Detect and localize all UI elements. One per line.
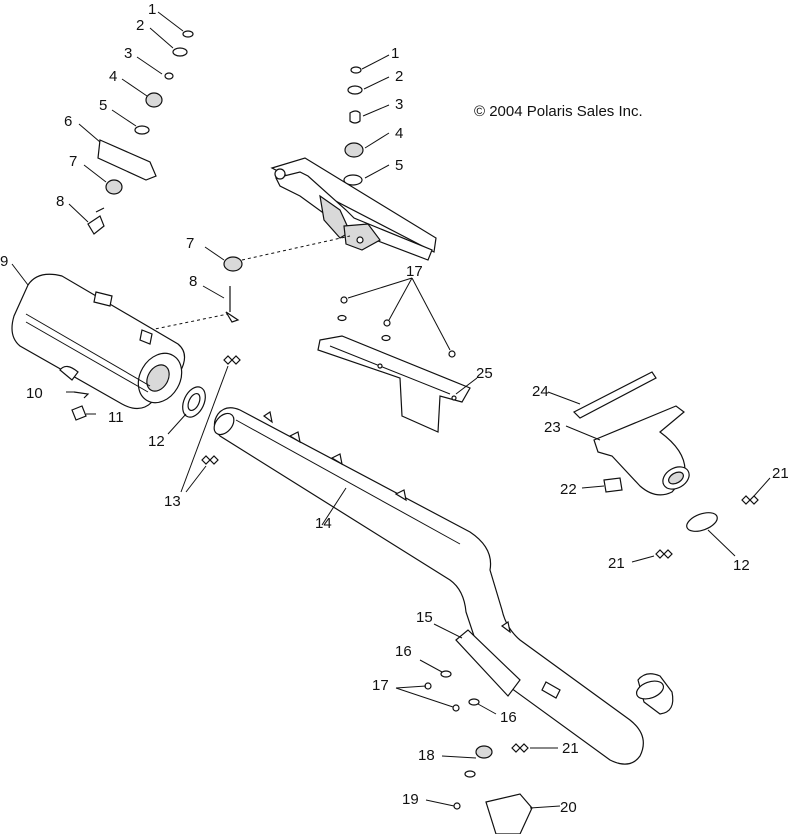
callout-5b: 5 [395, 157, 403, 174]
part-4-grommet-right [344, 142, 364, 158]
part-18-grommet [475, 745, 493, 759]
callout-1: 1 [148, 1, 156, 18]
lower-components [395, 623, 561, 834]
heat-shield [317, 277, 478, 433]
callout-17a: 17 [406, 263, 423, 280]
callout-22: 22 [560, 481, 577, 498]
right-components [547, 371, 771, 563]
callout-19: 19 [402, 791, 419, 808]
part-8-bolt-center [225, 286, 240, 323]
callout-7b: 7 [186, 235, 194, 252]
gasket-and-springs-left [167, 355, 241, 493]
part-22-plug [603, 477, 623, 493]
part-10-clip [73, 391, 90, 399]
copyright-text: © 2004 Polaris Sales Inc. [474, 103, 643, 120]
frame-rail [270, 157, 437, 261]
part-21-spring-lower-right [655, 549, 673, 559]
callout-9: 9 [0, 253, 8, 270]
part-16-washer-upper [440, 670, 452, 678]
part-1-nut-left [182, 30, 194, 38]
part-21-spring-upper-right [741, 495, 759, 505]
callout-4: 4 [109, 68, 117, 85]
part-20-bracket [485, 793, 533, 834]
callout-2: 2 [136, 17, 144, 34]
part-3-sleeve-left [164, 72, 174, 80]
part-19-bolt [453, 802, 461, 810]
part-8-bolt-left [87, 207, 105, 235]
part-13-spring-upper [223, 355, 241, 365]
callout-23: 23 [544, 419, 561, 436]
callout-6: 6 [64, 113, 72, 130]
muffler [11, 263, 186, 410]
callout-10: 10 [26, 385, 43, 402]
part-24-gasket-strip [572, 371, 657, 419]
callout-2b: 2 [395, 68, 403, 85]
callout-3b: 3 [395, 96, 403, 113]
part-2-washer-left [172, 47, 188, 57]
callout-13: 13 [164, 493, 181, 510]
callout-24: 24 [532, 383, 549, 400]
frame-mount-parts [149, 235, 351, 331]
callout-3: 3 [124, 45, 132, 62]
part-16-washer-lower [468, 698, 480, 706]
clip-parts [66, 391, 96, 421]
callout-20: 20 [560, 799, 577, 816]
callout-25: 25 [476, 365, 493, 382]
part-7-grommet-center [223, 256, 243, 272]
part-12-gasket-right [686, 512, 718, 532]
callout-12: 12 [148, 433, 165, 450]
part-1-nut-right [350, 66, 362, 74]
left-stack-leaders [68, 11, 184, 223]
callout-15: 15 [416, 609, 433, 626]
part-2-washer-right [347, 85, 363, 95]
callout-21b: 21 [608, 555, 625, 572]
head-pipe [213, 407, 674, 765]
part-25-heat-shield [317, 335, 471, 433]
part-4-grommet-left [145, 92, 163, 108]
callout-labels: 1 2 3 4 5 6 7 8 9 10 11 12 13 14 1 2 3 4… [0, 1, 789, 816]
part-13-spring-lower [201, 455, 219, 465]
callout-1b: 1 [391, 45, 399, 62]
callout-21c: 21 [562, 740, 579, 757]
callout-8: 8 [56, 193, 64, 210]
callout-21a: 21 [772, 465, 789, 482]
part-11-fastener [71, 405, 87, 421]
part-5-ring-right [343, 174, 363, 186]
callout-18: 18 [418, 747, 435, 764]
callout-4b: 4 [395, 125, 403, 142]
callout-8b: 8 [189, 273, 197, 290]
callout-17b: 17 [372, 677, 389, 694]
part-6-bracket [97, 139, 157, 181]
part-14-head-pipe [213, 407, 644, 765]
callout-16b: 16 [500, 709, 517, 726]
callout-16a: 16 [395, 643, 412, 660]
part-3-sleeve-right [349, 110, 361, 124]
callout-14: 14 [315, 515, 332, 532]
part-15-lower-heat-shield [455, 629, 521, 697]
callout-5: 5 [99, 97, 107, 114]
center-hardware-stack [343, 54, 390, 186]
callout-7: 7 [69, 153, 77, 170]
part-7-grommet-left [105, 179, 123, 195]
part-21-spring-lower [511, 743, 529, 753]
left-hardware-stack [87, 30, 194, 235]
callout-12b: 12 [733, 557, 750, 574]
part-5-ring-left [134, 125, 150, 135]
callout-11: 11 [108, 409, 124, 426]
